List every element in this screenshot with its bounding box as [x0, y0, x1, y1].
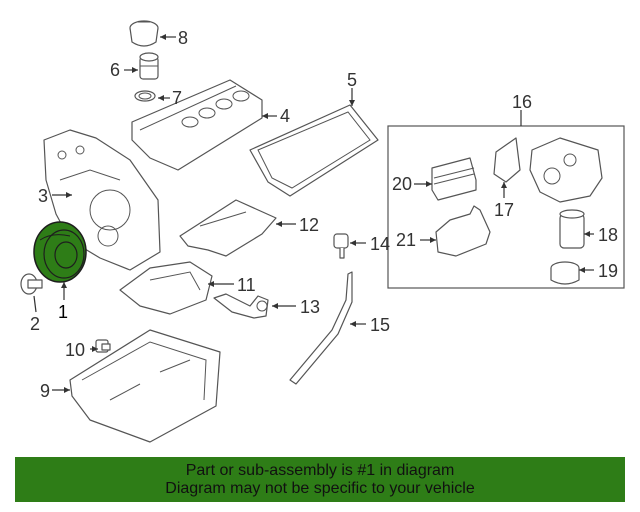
- part-17-gasket: [493, 137, 521, 183]
- callout-18: 18: [598, 225, 618, 245]
- callout-10: 10: [65, 340, 85, 360]
- part-12-baffle: [179, 199, 277, 257]
- callout-16: 16: [512, 92, 532, 112]
- leader-lines: [33, 34, 594, 393]
- callout-4: 4: [280, 106, 290, 126]
- callout-20: 20: [392, 174, 412, 194]
- part-10-drain-plug: [95, 339, 111, 353]
- part-20-oil-cooler: [431, 157, 477, 201]
- part-7-seal-ring: [134, 90, 156, 102]
- part-11-pickup: [119, 261, 213, 315]
- part-5-gasket: [249, 104, 379, 197]
- callout-8: 8: [178, 28, 188, 48]
- callout-21: 21: [396, 230, 416, 250]
- part-16-group-box: [387, 125, 625, 289]
- callout-7: 7: [172, 88, 182, 108]
- part-notice-banner: Part or sub-assembly is #1 in diagram Di…: [15, 457, 625, 502]
- part-14-bracket: [333, 233, 349, 259]
- part-2-bolt: [20, 273, 43, 295]
- part-1-crankshaft-pulley: [33, 221, 87, 283]
- banner-line-1: Part or sub-assembly is #1 in diagram: [185, 461, 455, 479]
- callout-15: 15: [370, 315, 390, 335]
- callout-2: 2: [30, 314, 40, 334]
- part-4-valve-cover: [131, 79, 263, 171]
- part-13-sensor: [213, 293, 269, 319]
- callout-12: 12: [299, 215, 319, 235]
- callout-1: 1: [58, 302, 68, 322]
- callout-5: 5: [347, 70, 357, 90]
- callout-19: 19: [598, 261, 618, 281]
- part-9-oil-pan: [69, 329, 221, 443]
- part-19-filter-cap: [550, 261, 580, 285]
- callout-17: 17: [494, 200, 514, 220]
- part-8-oil-filler-cap: [129, 20, 159, 47]
- part-15-dipstick-tube: [289, 271, 353, 385]
- part-21-cover: [435, 205, 491, 257]
- part-16-filter-housing: [529, 137, 603, 203]
- callout-6: 6: [110, 60, 120, 80]
- callout-3: 3: [38, 186, 48, 206]
- callout-11: 11: [237, 275, 256, 295]
- callout-14: 14: [370, 234, 390, 254]
- callout-9: 9: [40, 381, 50, 401]
- banner-line-2: Diagram may not be specific to your vehi…: [165, 479, 475, 497]
- part-18-oil-filter: [559, 209, 585, 249]
- callout-13: 13: [300, 297, 320, 317]
- part-6-plug: [139, 52, 159, 80]
